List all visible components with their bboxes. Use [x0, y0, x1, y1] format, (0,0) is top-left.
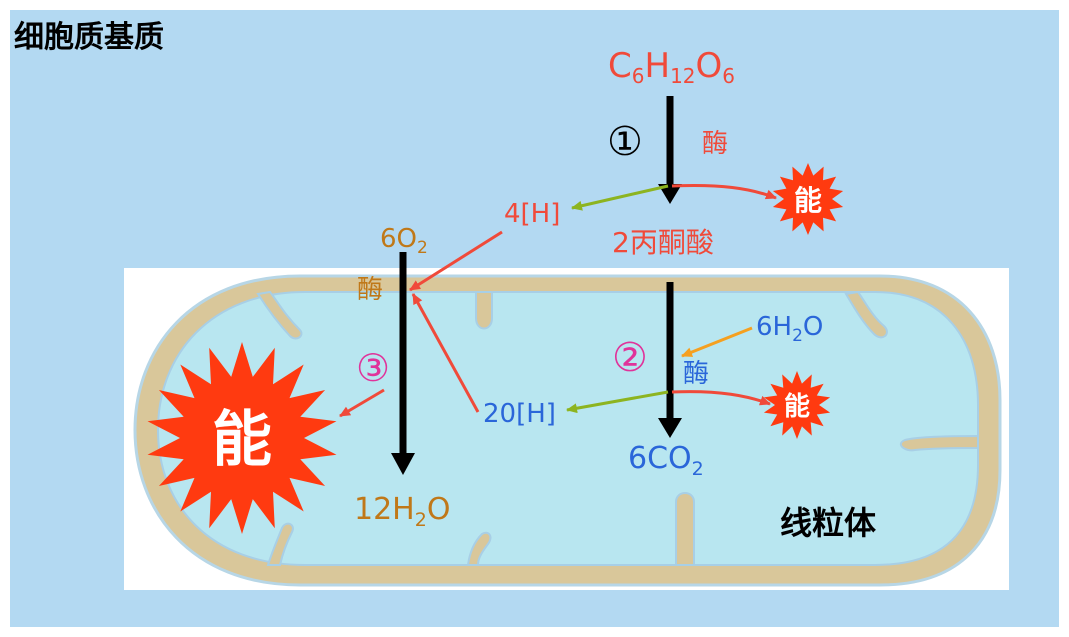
stage2-water-in: 6H2O [756, 312, 823, 346]
cytoplasm-label: 细胞质基质 [14, 20, 164, 55]
mitochondrion-matrix [156, 291, 979, 566]
stage1-energy-arrow [671, 184, 777, 200]
stage1-energy-burst: 能 [772, 163, 844, 235]
stage2-co2: 6CO2 [628, 441, 704, 480]
stage2-enzyme-label: 酶 [683, 359, 709, 389]
stage2-energy-burst: 能 [763, 371, 831, 439]
stage2-energy-label: 能 [784, 391, 810, 422]
stage1-hydrogen: 4[H] [504, 199, 560, 229]
stage1-enzyme-label: 酶 [702, 129, 728, 159]
stage1-hydrogen-to-o2-arrow [409, 230, 503, 292]
stage1-hydrogen-arrow [571, 184, 669, 211]
stage2-hydrogen-to-o2-arrow [411, 293, 480, 413]
stage3-enzyme-label: 酶 [357, 275, 383, 305]
step-2-marker: ② [612, 335, 648, 381]
stage2-water-arrow [681, 326, 753, 358]
crista-fold [899, 434, 979, 452]
step-3-marker: ③ [356, 346, 390, 390]
mitochondrion-label: 线粒体 [780, 504, 876, 542]
crista-fold [266, 522, 294, 566]
glucose-formula: C6H12O6 [608, 46, 735, 88]
crista-fold [475, 291, 493, 330]
stage3-energy-label: 能 [212, 405, 272, 475]
step-1-marker: ① [607, 119, 643, 165]
stage2-energy-arrow [671, 390, 771, 406]
stage3-energy-arrow [339, 388, 385, 418]
stage1-energy-label: 能 [794, 184, 822, 217]
glycolysis-arrowhead [658, 184, 682, 204]
stage2-hydrogen-arrow [566, 390, 669, 414]
crista-fold [466, 531, 492, 566]
stage3-energy-burst: 能 [147, 342, 337, 534]
crista-fold [844, 290, 888, 339]
stage3-arrowhead [391, 453, 415, 475]
crista-fold [675, 492, 695, 566]
stage2-hydrogen: 20[H] [483, 399, 556, 429]
stage2-arrowhead [658, 418, 682, 438]
pyruvate-label: 2丙酮酸 [612, 226, 714, 259]
crista-fold [256, 290, 303, 340]
stage3-water-out: 12H2O [354, 492, 450, 531]
